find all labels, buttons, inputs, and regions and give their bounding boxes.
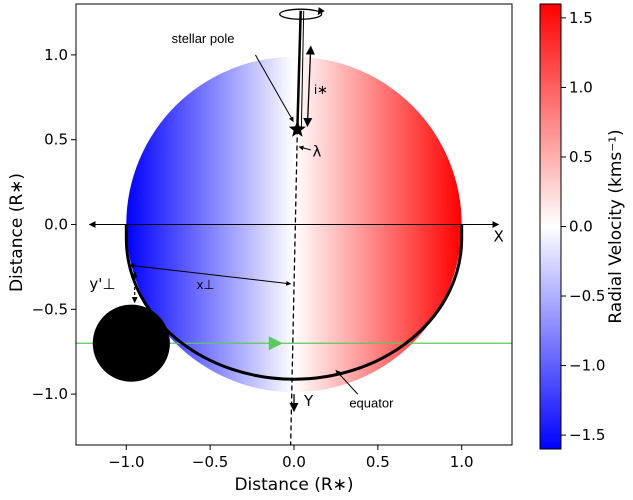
colorbar-tick-label: 0.0: [569, 218, 593, 236]
y-tick-label: 0.0: [44, 216, 68, 234]
inclination-label: i∗: [314, 82, 328, 97]
x-tick-label: 1.0: [450, 453, 474, 471]
plot-area: stellar pole i∗ λ X Y x⊥ y'⊥ equator: [76, 7, 512, 446]
x-axis-label-x: X: [494, 227, 504, 245]
equator-pointer: [335, 370, 359, 395]
lambda-label: λ: [312, 143, 321, 161]
y-ticks: 1.0 0.5 0.0 −0.5 −1.0: [32, 46, 76, 403]
planet-disc: [92, 304, 170, 382]
lambda-pointer: [298, 145, 311, 151]
x-axis-title: Distance (R∗): [234, 475, 353, 495]
colorbar-tick-label: 0.5: [569, 148, 593, 166]
y-tick-label: −1.0: [32, 385, 68, 403]
colorbar-tick-label: −1.5: [569, 426, 605, 444]
y-tick-label: −0.5: [32, 300, 68, 318]
y-axis-label-y: Y: [303, 392, 314, 410]
x-tick-label: 0.5: [366, 453, 390, 471]
y-axis-dashed: [289, 129, 299, 446]
stellar-pole-pointer: [254, 54, 294, 122]
colorbar-gradient: [539, 3, 562, 450]
y-axis-title: Distance (R∗): [7, 173, 27, 292]
rotation-indicator: [279, 8, 323, 20]
rotation-axis-outline: [300, 10, 305, 130]
x-tick-label: −1.0: [108, 453, 144, 471]
transit-direction-arrow: [268, 336, 283, 351]
colorbar-ticks: 1.5 1.0 0.5 0.0 −0.5 −1.0 −1.5: [561, 9, 605, 444]
colorbar: 1.5 1.0 0.5 0.0 −0.5 −1.0 −1.5 Radial Velocity…: [539, 3, 626, 450]
x-tick-label: −0.5: [192, 453, 228, 471]
x-tick-label: 0.0: [282, 453, 306, 471]
stellar-pole-label: stellar pole: [172, 31, 235, 46]
rotation-axis: [296, 10, 302, 130]
x-perp-label: x⊥: [197, 277, 215, 292]
colorbar-tick-label: 1.0: [569, 78, 593, 96]
inclination-arrow: [303, 45, 315, 128]
colorbar-tick-label: −0.5: [569, 287, 605, 305]
x-ticks: −1.0 −0.5 0.0 0.5 1.0: [108, 445, 474, 471]
rotation-arrowhead: [317, 7, 325, 16]
y-perp-label: y'⊥: [89, 275, 115, 293]
equator-label: equator: [349, 396, 394, 411]
y-tick-label: 1.0: [44, 46, 68, 64]
colorbar-tick-label: 1.5: [569, 9, 593, 27]
stellar-equator: [124, 224, 464, 381]
stellar-pole-star: [288, 120, 306, 137]
x-perp-arrow: [129, 263, 292, 286]
y-tick-label: 0.5: [44, 131, 68, 149]
colorbar-title: Radial Velocity (kms⁻¹): [606, 129, 626, 323]
colorbar-tick-label: −1.0: [569, 357, 605, 375]
